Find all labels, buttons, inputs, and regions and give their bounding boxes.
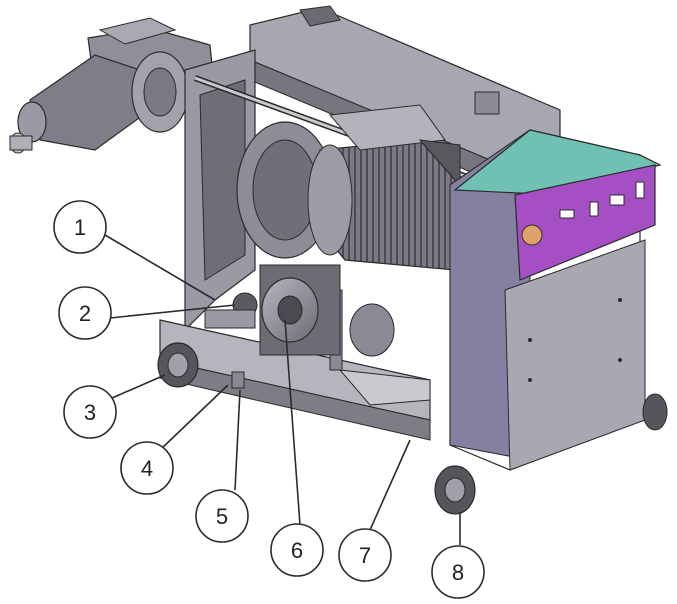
- gearbox-assembly: [9, 17, 216, 154]
- callouts: 1 2 3 4 5 6 7 8: [53, 200, 485, 599]
- callout-5: 5: [195, 489, 249, 543]
- callout-4-label: 4: [141, 456, 153, 481]
- callout-3: 3: [63, 385, 117, 439]
- leader-lines: [104, 234, 461, 545]
- callout-1: 1: [53, 200, 107, 254]
- motor: [236, 104, 461, 271]
- callout-1-label: 1: [74, 215, 86, 240]
- callout-8: 8: [431, 545, 485, 599]
- callout-5-label: 5: [216, 504, 228, 529]
- callout-7: 7: [338, 528, 392, 582]
- callout-8-label: 8: [452, 560, 464, 585]
- lower-frame: [159, 264, 431, 441]
- callout-2: 2: [58, 286, 112, 340]
- wheels: [157, 342, 668, 515]
- callout-7-label: 7: [359, 543, 371, 568]
- callout-4: 4: [120, 441, 174, 495]
- callout-6-label: 6: [291, 538, 303, 563]
- callout-3-label: 3: [84, 400, 96, 425]
- callout-6: 6: [270, 523, 324, 577]
- callout-2-label: 2: [79, 301, 91, 326]
- control-cabinet: [449, 129, 662, 471]
